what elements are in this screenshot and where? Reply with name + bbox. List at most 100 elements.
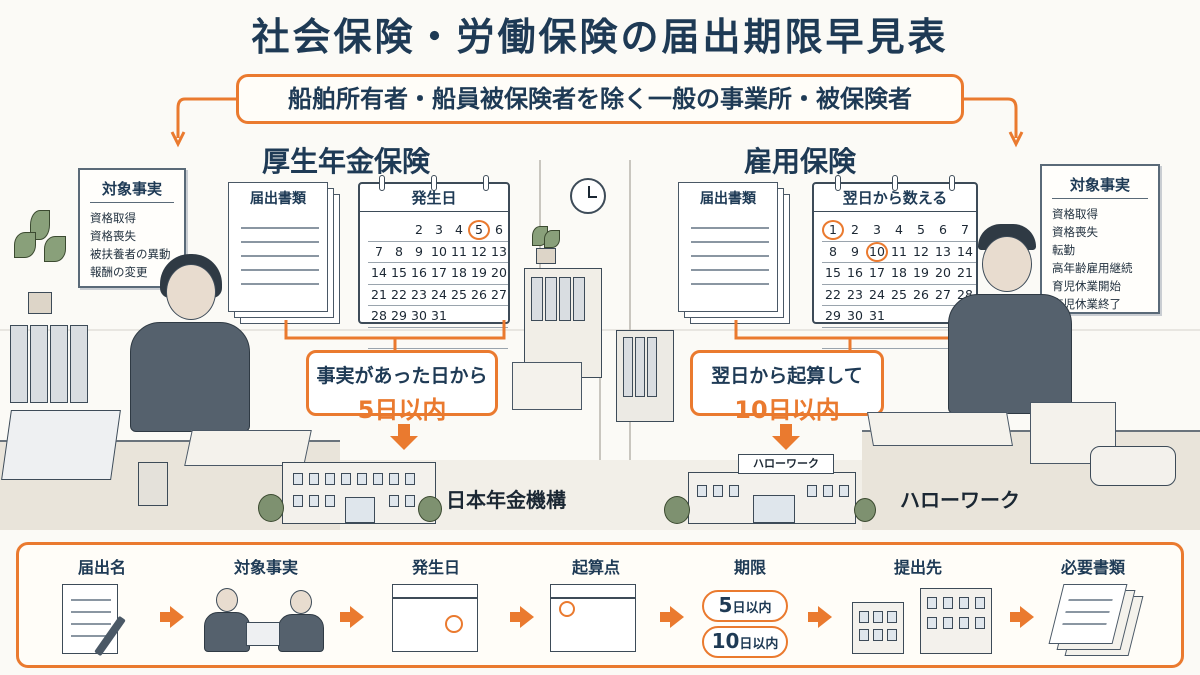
deadline-10days-pill: 10日以内: [702, 626, 788, 658]
calendar-ring-icon: [949, 175, 955, 191]
calendar-day: 8: [395, 243, 403, 259]
deadline-5-number: 5: [718, 593, 733, 617]
right-down-arrow-icon: [772, 424, 800, 450]
binder-icon: [545, 277, 557, 321]
calendar-day: 17: [869, 265, 885, 280]
calendar-day: 21: [371, 286, 387, 302]
hellowork-building-icon: [688, 472, 856, 524]
calendar-day: 14: [957, 243, 973, 259]
entrance-icon: [753, 495, 795, 523]
left-plant: [10, 210, 70, 320]
suit-icon: [948, 294, 1072, 414]
calendar-day: 7: [961, 222, 969, 237]
right-notice-item: 資格喪失: [1052, 225, 1098, 239]
center-shelf: [524, 268, 602, 378]
leaf-icon: [44, 236, 66, 262]
step-arrow-icon: [1010, 606, 1034, 628]
left-connector-arrowhead: [170, 131, 186, 148]
laptop-icon: [1, 410, 121, 480]
left-rule-condition: 事実があった日から: [316, 365, 488, 387]
deadline-10-unit: 日以内: [739, 637, 779, 652]
left-deadline-rule: 事実があった日から 5日以内: [306, 350, 498, 424]
right-connector-arrowhead: [1008, 131, 1024, 148]
step-label: 対象事実: [233, 558, 298, 577]
left-worker-woman: [100, 250, 280, 450]
telephone-icon: [1090, 446, 1176, 486]
calendar-day: 26: [913, 286, 929, 302]
calendar-day: 30: [847, 308, 863, 323]
deadline-5-unit: 日以内: [732, 601, 772, 616]
step-label: 期限: [733, 558, 766, 577]
calendar-gridline: [368, 283, 508, 285]
calendar-day: 13: [935, 243, 951, 259]
right-notice-board: 対象事実 資格取得 資格喪失 転勤 高年齢雇用継続 育児休業開始 育児休業終了: [1040, 164, 1160, 314]
calendar-day: 23: [847, 286, 863, 302]
calendar-day: 5: [917, 222, 925, 237]
form-paper-icon: [184, 430, 312, 466]
calendar-day: 12: [471, 243, 487, 259]
calendar-day: 3: [873, 222, 881, 237]
left-notice-item: 報酬の変更: [90, 265, 148, 279]
calendar-gridline: [822, 348, 976, 349]
calendar-day: 6: [939, 222, 947, 237]
calendar-gridline: [822, 305, 976, 306]
calendar-day: 15: [391, 265, 407, 280]
deadline-10-number: 10: [711, 629, 740, 653]
calendar-day: 4: [895, 222, 903, 237]
calendar-day: 25: [451, 286, 467, 302]
required-documents-icon: [1048, 582, 1144, 662]
suit-icon: [130, 322, 250, 432]
calendar-ring-icon: [483, 175, 489, 191]
calendar-day: 15: [825, 265, 841, 280]
calendar-gridline: [368, 348, 508, 349]
calendar-gridline: [822, 326, 976, 328]
tree-icon: [664, 496, 690, 524]
right-notice-item: 育児休業開始: [1052, 279, 1121, 293]
calendar-day: 28: [371, 308, 387, 323]
calendar-day: 25: [891, 286, 907, 302]
left-notice-board: 対象事実 資格取得 資格喪失 被扶養者の異動 報酬の変更: [78, 168, 186, 288]
calendar-day: 8: [829, 243, 837, 259]
calendar-day: 4: [455, 222, 463, 237]
calendar-day: 2: [415, 222, 423, 237]
calendar-day: 26: [471, 286, 487, 302]
calendar-day: 3: [435, 222, 443, 237]
binder-icon: [573, 277, 585, 321]
left-notice-item: 資格取得: [90, 211, 136, 225]
right-calendar-label: 翌日から数える: [814, 175, 976, 212]
calendar-day: 24: [869, 286, 885, 302]
right-rule-deadline: 10日以内: [734, 396, 840, 424]
laptop-icon: [246, 622, 280, 646]
left-notice-item: 資格喪失: [90, 229, 136, 243]
pot-icon: [28, 292, 52, 314]
tree-icon: [854, 498, 876, 522]
binder-icon: [50, 325, 68, 403]
right-deadline-rule: 翌日から起算して 10日以内: [690, 350, 884, 424]
calendar-start-icon: [550, 584, 636, 652]
calendar-day: 31: [431, 308, 447, 323]
calendar-day: 20: [491, 265, 507, 280]
binder-icon: [30, 325, 48, 403]
binder-icon: [559, 277, 571, 321]
document-icon: [228, 182, 328, 312]
left-notice-item: 被扶養者の異動: [90, 247, 171, 261]
calendar-day: 12: [913, 243, 929, 259]
right-connector: [964, 97, 1018, 138]
right-section-heading: 雇用保険: [744, 145, 857, 178]
left-binders: [10, 325, 100, 405]
calendar-day: 20: [935, 265, 951, 280]
step-label: 提出先: [893, 558, 942, 577]
calendar-day-highlighted: 1: [822, 220, 844, 240]
calendar-day: 29: [825, 308, 841, 323]
file-box-icon: [616, 330, 674, 422]
document-icon: [678, 182, 778, 312]
pot-icon: [536, 248, 556, 264]
calendar-day: 16: [847, 265, 863, 280]
step-label: 必要書類: [1060, 558, 1125, 577]
pension-office-building-icon: [282, 462, 436, 524]
right-notice-title: 対象事実: [1052, 174, 1148, 199]
calendar-gridline: [368, 262, 508, 263]
center-plant: [528, 226, 564, 266]
